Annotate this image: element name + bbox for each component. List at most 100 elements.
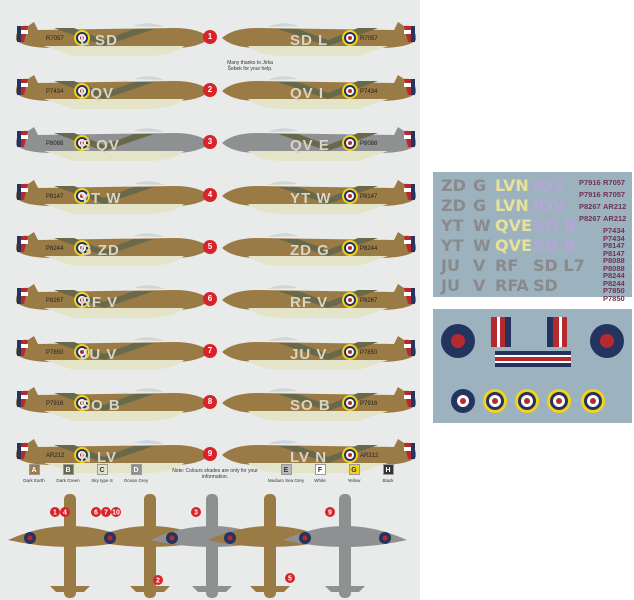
code-letter-decal: V <box>473 276 486 295</box>
fuselage-roundel <box>483 389 507 413</box>
svg-text:5: 5 <box>288 576 292 583</box>
right-code: SO B <box>290 397 331 414</box>
code-letter-decal: IQV <box>533 196 565 215</box>
serial-decal: P7434 <box>603 226 625 235</box>
code-letter-decal: G <box>473 176 487 195</box>
left-serial: P7850 <box>46 350 64 356</box>
left-profile <box>14 16 214 62</box>
svg-text:6: 6 <box>94 510 98 517</box>
left-profile <box>14 330 214 376</box>
serial-decal: R7057 <box>603 178 626 187</box>
right-code: JU V <box>290 346 328 363</box>
left-code: L SD <box>80 32 118 49</box>
code-letter-decal: G <box>473 196 487 215</box>
profile-row-8: SO B P7916 8 SO B P7916 <box>0 379 420 431</box>
right-profile <box>218 69 418 115</box>
right-code: ZD G <box>290 242 330 259</box>
swatch-label: Sky type S <box>91 478 113 483</box>
svg-text:9: 9 <box>328 510 332 517</box>
swatch-label: Dark Earth <box>23 478 45 483</box>
profile-number-badge: 7 <box>203 344 217 358</box>
serial-decal: P7916 <box>579 190 601 199</box>
left-code: I QV <box>80 85 115 102</box>
profile-row-1: L SD R7057 1 SD L R7057 <box>0 14 420 66</box>
profile-number-badge: 5 <box>203 240 217 254</box>
right-code: YT W <box>290 190 332 207</box>
swatch-letter: D <box>130 464 142 475</box>
plan-badge: 6 <box>91 507 101 517</box>
fuselage-roundel <box>547 389 571 413</box>
right-profile <box>218 330 418 376</box>
right-profile <box>218 226 418 272</box>
profile-row-6: RF V P8267 6 RF V P8267 <box>0 276 420 328</box>
serial-decal: P8267 <box>579 214 601 223</box>
right-serial: P8267 <box>360 298 378 304</box>
plan-badge: 3 <box>191 507 201 517</box>
svg-text:4: 4 <box>63 510 67 517</box>
right-serial: P7434 <box>360 89 378 95</box>
swatch-label: Medium Sea Grey <box>267 478 305 483</box>
serial-decal: P7434 <box>603 233 625 243</box>
plan-badge: 9 <box>325 507 335 517</box>
roundel-decals <box>441 317 624 413</box>
left-profile <box>14 278 214 324</box>
left-serial: P8088 <box>46 141 64 147</box>
right-code: QV E <box>290 137 330 154</box>
profile-row-9: N LV AR212 9 LV N AR212 <box>0 431 420 483</box>
swatch-label: Black <box>382 478 394 483</box>
code-letter-decal: IQV <box>533 176 565 195</box>
fuselage-roundel <box>515 389 539 413</box>
left-profile <box>14 381 214 427</box>
serial-decal: P8244 <box>603 271 625 280</box>
swatch-letter: G <box>348 464 360 475</box>
right-profile <box>218 174 418 220</box>
upper-roundel-left <box>441 324 475 358</box>
right-serial: AR212 <box>360 453 379 459</box>
plan-view-1 <box>8 494 132 598</box>
left-profile <box>14 226 214 272</box>
right-serial: P8088 <box>360 141 378 147</box>
code-letter-decal: RFA <box>495 276 529 295</box>
code-letter-decal: QVE <box>495 216 532 235</box>
right-serial: P8147 <box>360 194 378 200</box>
right-code: LV N <box>290 449 328 466</box>
svg-text:3: 3 <box>194 510 198 517</box>
instruction-sheet: Many thanks to Jirka Šebek for your help… <box>0 0 420 600</box>
plan-badge: 2 <box>153 575 163 585</box>
right-serial: P7916 <box>360 401 378 407</box>
svg-text:10: 10 <box>112 510 120 517</box>
serial-decal: P8147 <box>603 241 625 250</box>
code-letter-decal: RF <box>495 256 519 275</box>
fuselage-roundel <box>581 389 605 413</box>
code-letter-decal: LVN <box>495 196 529 215</box>
code-letter-decal: YT <box>441 216 464 235</box>
right-profile <box>218 121 418 167</box>
fuselage-roundel <box>451 389 475 413</box>
right-code: SD L <box>290 32 329 49</box>
plan-badge: 10 <box>111 507 121 517</box>
code-letter-decal: W <box>473 236 491 255</box>
left-serial: AR212 <box>46 453 65 459</box>
swatch-label: Ocean Grey <box>123 478 149 483</box>
left-serial: P7916 <box>46 401 64 407</box>
left-profile <box>14 433 214 479</box>
left-serial: P8244 <box>46 246 64 252</box>
serial-decal: AR212 <box>603 214 627 223</box>
colour-note: Note: Colours shades are only for your i… <box>172 468 258 480</box>
profile-row-2: I QV P7434 2 QV I P7434 <box>0 67 420 119</box>
profile-number-badge: 8 <box>203 395 217 409</box>
serial-decal: P8267 <box>579 202 601 211</box>
code-letter-decal: SD <box>533 276 558 295</box>
serial-decal: P8147 <box>603 248 625 258</box>
right-code: QV I <box>290 85 325 102</box>
plan-badge: 1 <box>50 507 60 517</box>
profile-row-5: G ZD P8244 5 ZD G P8244 <box>0 224 420 276</box>
right-serial: P7850 <box>360 350 378 356</box>
profile-number-badge: 3 <box>203 135 217 149</box>
right-profile <box>218 16 418 62</box>
left-serial: P8267 <box>46 298 64 304</box>
